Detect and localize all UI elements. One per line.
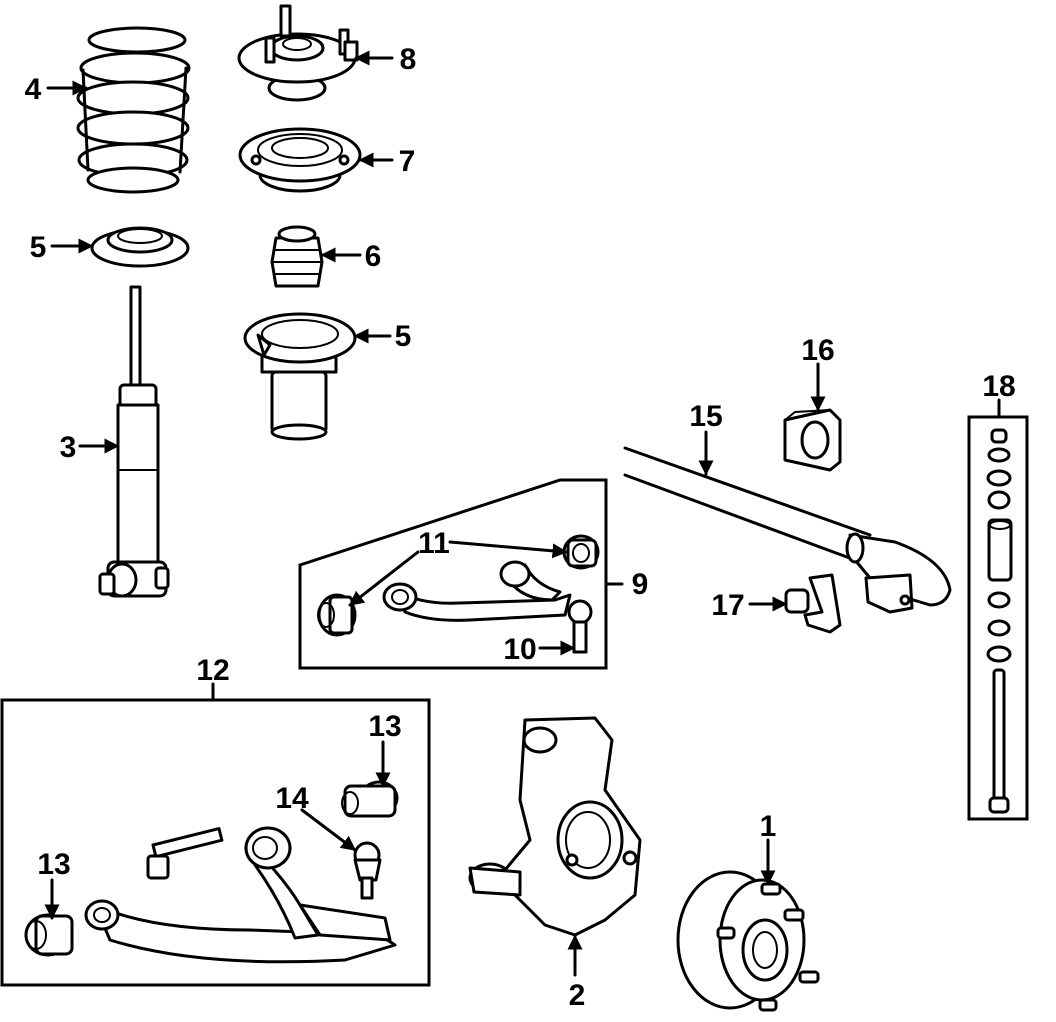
strut-mount-part [237, 4, 359, 102]
callout-13-right: 13 [368, 710, 401, 743]
callout-2: 2 [569, 979, 586, 1012]
lower-arm-kit-box [0, 698, 431, 987]
callout-14: 14 [275, 782, 309, 815]
upper-control-arm-part [317, 534, 600, 654]
callout-7: 7 [399, 145, 416, 178]
callout-13-left: 13 [37, 848, 70, 881]
callout-17: 17 [711, 589, 744, 622]
callout-5-upper: 5 [30, 231, 47, 264]
callout-8: 8 [400, 43, 417, 76]
upper-arm-kit-box [298, 478, 608, 670]
shock-absorber-part [98, 285, 170, 598]
callout-12: 12 [196, 654, 229, 687]
stabilizer-link-part [986, 428, 1013, 814]
steering-knuckle-part [468, 716, 642, 937]
wheel-hub-part [676, 870, 820, 1012]
callout-6: 6 [365, 240, 382, 273]
callout-4: 4 [25, 73, 42, 106]
bearing-plate-part [238, 127, 362, 193]
callout-9: 9 [632, 568, 649, 601]
coil-spring-part [76, 26, 191, 194]
callout-5-lower: 5 [395, 320, 412, 353]
callout-1: 1 [760, 810, 777, 843]
spring-seat-upper-part [90, 226, 190, 268]
bump-stop-part [270, 225, 324, 288]
callout-3: 3 [60, 431, 77, 464]
callout-16: 16 [801, 334, 834, 367]
stabilizer-bushing-part [783, 408, 842, 472]
callout-15: 15 [689, 400, 722, 433]
stabilizer-bar-part [623, 446, 952, 614]
spring-seat-lower-part [243, 312, 357, 441]
stabilizer-bracket-part [784, 573, 842, 634]
lower-control-arm-part [24, 780, 399, 964]
leader-lines [44, 50, 1001, 977]
callout-18: 18 [982, 370, 1015, 403]
callout-11: 11 [418, 527, 450, 560]
callout-10: 10 [503, 633, 536, 666]
